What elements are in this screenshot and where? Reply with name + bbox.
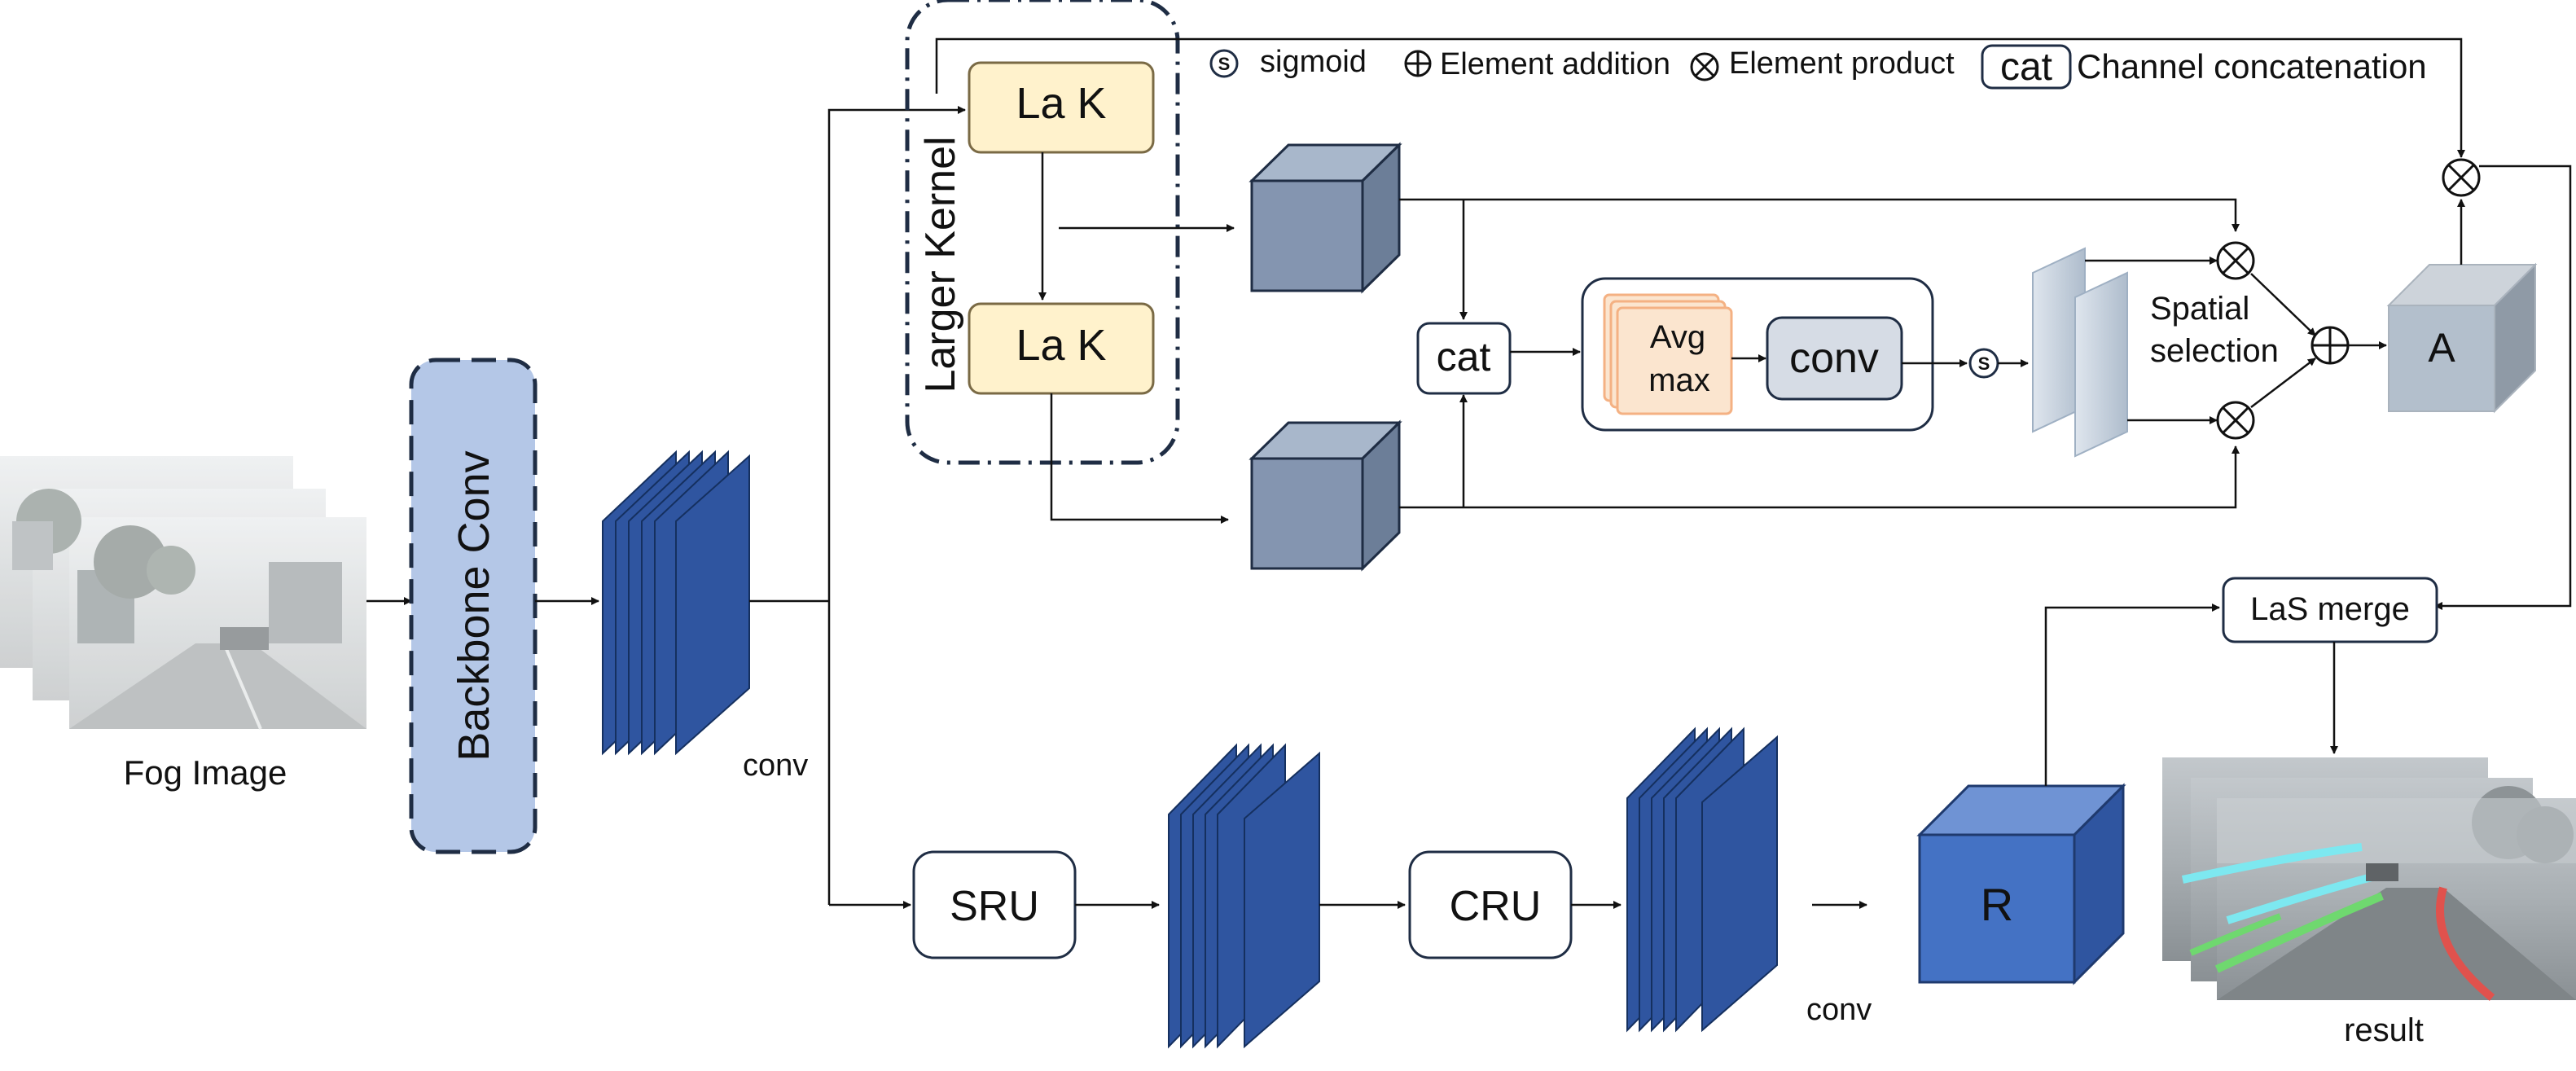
residual-cube-r: R (1916, 783, 2126, 985)
feature-cube-lower (1249, 419, 1402, 572)
a-label: A (2428, 325, 2455, 371)
cat-block: cat (1416, 322, 1512, 395)
arrow-top-product-merge (2434, 165, 2572, 610)
svg-text:cat: cat (2000, 46, 2052, 89)
spatial-selection-label-1: Spatial (2150, 291, 2249, 327)
svg-text:cat: cat (1437, 334, 1491, 380)
backbone-label: Backbone Conv (450, 450, 498, 761)
svg-text:conv: conv (1789, 335, 1879, 382)
las-merge-block: LaS merge (2222, 577, 2438, 643)
element-product-icon (2442, 158, 2481, 197)
element-addition-icon (1404, 50, 1432, 77)
channel-concat-icon: cat (1981, 44, 2072, 90)
lak-block-top: La K (968, 61, 1155, 154)
svg-text:Avg: Avg (1650, 319, 1705, 355)
element-product-icon (2216, 241, 2255, 280)
result-label: result (2344, 1012, 2424, 1048)
fog-image-stack (0, 456, 366, 730)
conv-label-main: conv (743, 748, 808, 783)
svg-text:max: max (1648, 362, 1710, 398)
svg-text:LaS merge: LaS merge (2250, 591, 2410, 627)
element-product-icon (2216, 401, 2255, 440)
svg-text:La K: La K (1016, 79, 1106, 128)
legend-product-label: Element product (1729, 46, 1955, 81)
sru-block: SRU (912, 850, 1077, 959)
arrow-upper-to-product (1399, 198, 2240, 232)
arrow-r-merge (2044, 604, 2220, 786)
legend-concat-label: Channel concatenation (2077, 47, 2427, 86)
legend-sigmoid-label: sigmoid (1260, 45, 1367, 79)
svg-text:La K: La K (1016, 321, 1106, 370)
svg-text:S: S (1218, 54, 1231, 74)
attention-cube-a: A (2386, 262, 2538, 414)
feature-map-stack-1 (602, 450, 750, 756)
svg-text:S: S (1978, 353, 1990, 374)
lak-block-bottom: La K (968, 302, 1155, 395)
element-addition-icon (2311, 326, 2350, 365)
result-image-stack (2162, 757, 2576, 1001)
arrow-lower-to-product (1399, 446, 2240, 509)
r-label: R (1981, 879, 2013, 930)
arrow-to-lower-cube (1050, 393, 1229, 524)
element-product-icon (1690, 52, 1719, 81)
cru-block: CRU (1408, 850, 1573, 959)
fog-image-label: Fog Image (124, 753, 287, 792)
svg-text:SRU: SRU (950, 883, 1039, 930)
arrow-to-larger-kernel (827, 106, 966, 905)
larger-kernel-group: Larger Kernel (905, 0, 1180, 465)
arrow-kernel-to-top-product (935, 37, 2465, 158)
feature-map-stack-2 (1168, 743, 1320, 1049)
avg-max-pool-block: Avg max (1603, 293, 1733, 415)
legend: S sigmoid Element addition Element produ… (1209, 44, 2427, 90)
arrow-product-bottom-add (2250, 358, 2316, 408)
spatial-selection-label-2: selection (2150, 333, 2279, 369)
conv-label-bottom: conv (1806, 993, 1872, 1027)
conv-block-attention: conv (1766, 316, 1903, 401)
svg-text:CRU: CRU (1450, 883, 1542, 930)
larger-kernel-title: Larger Kernel (917, 136, 964, 393)
legend-addition-label: Element addition (1440, 47, 1670, 81)
spatial-attention-panels (2032, 247, 2128, 458)
feature-cube-upper (1249, 142, 1402, 294)
feature-map-stack-3 (1626, 726, 1778, 1033)
sigmoid-icon: S (1968, 348, 1999, 379)
sigmoid-icon: S (1209, 49, 1239, 78)
backbone-block: Backbone Conv (409, 358, 538, 854)
arrow-product-top-add (2250, 273, 2316, 336)
